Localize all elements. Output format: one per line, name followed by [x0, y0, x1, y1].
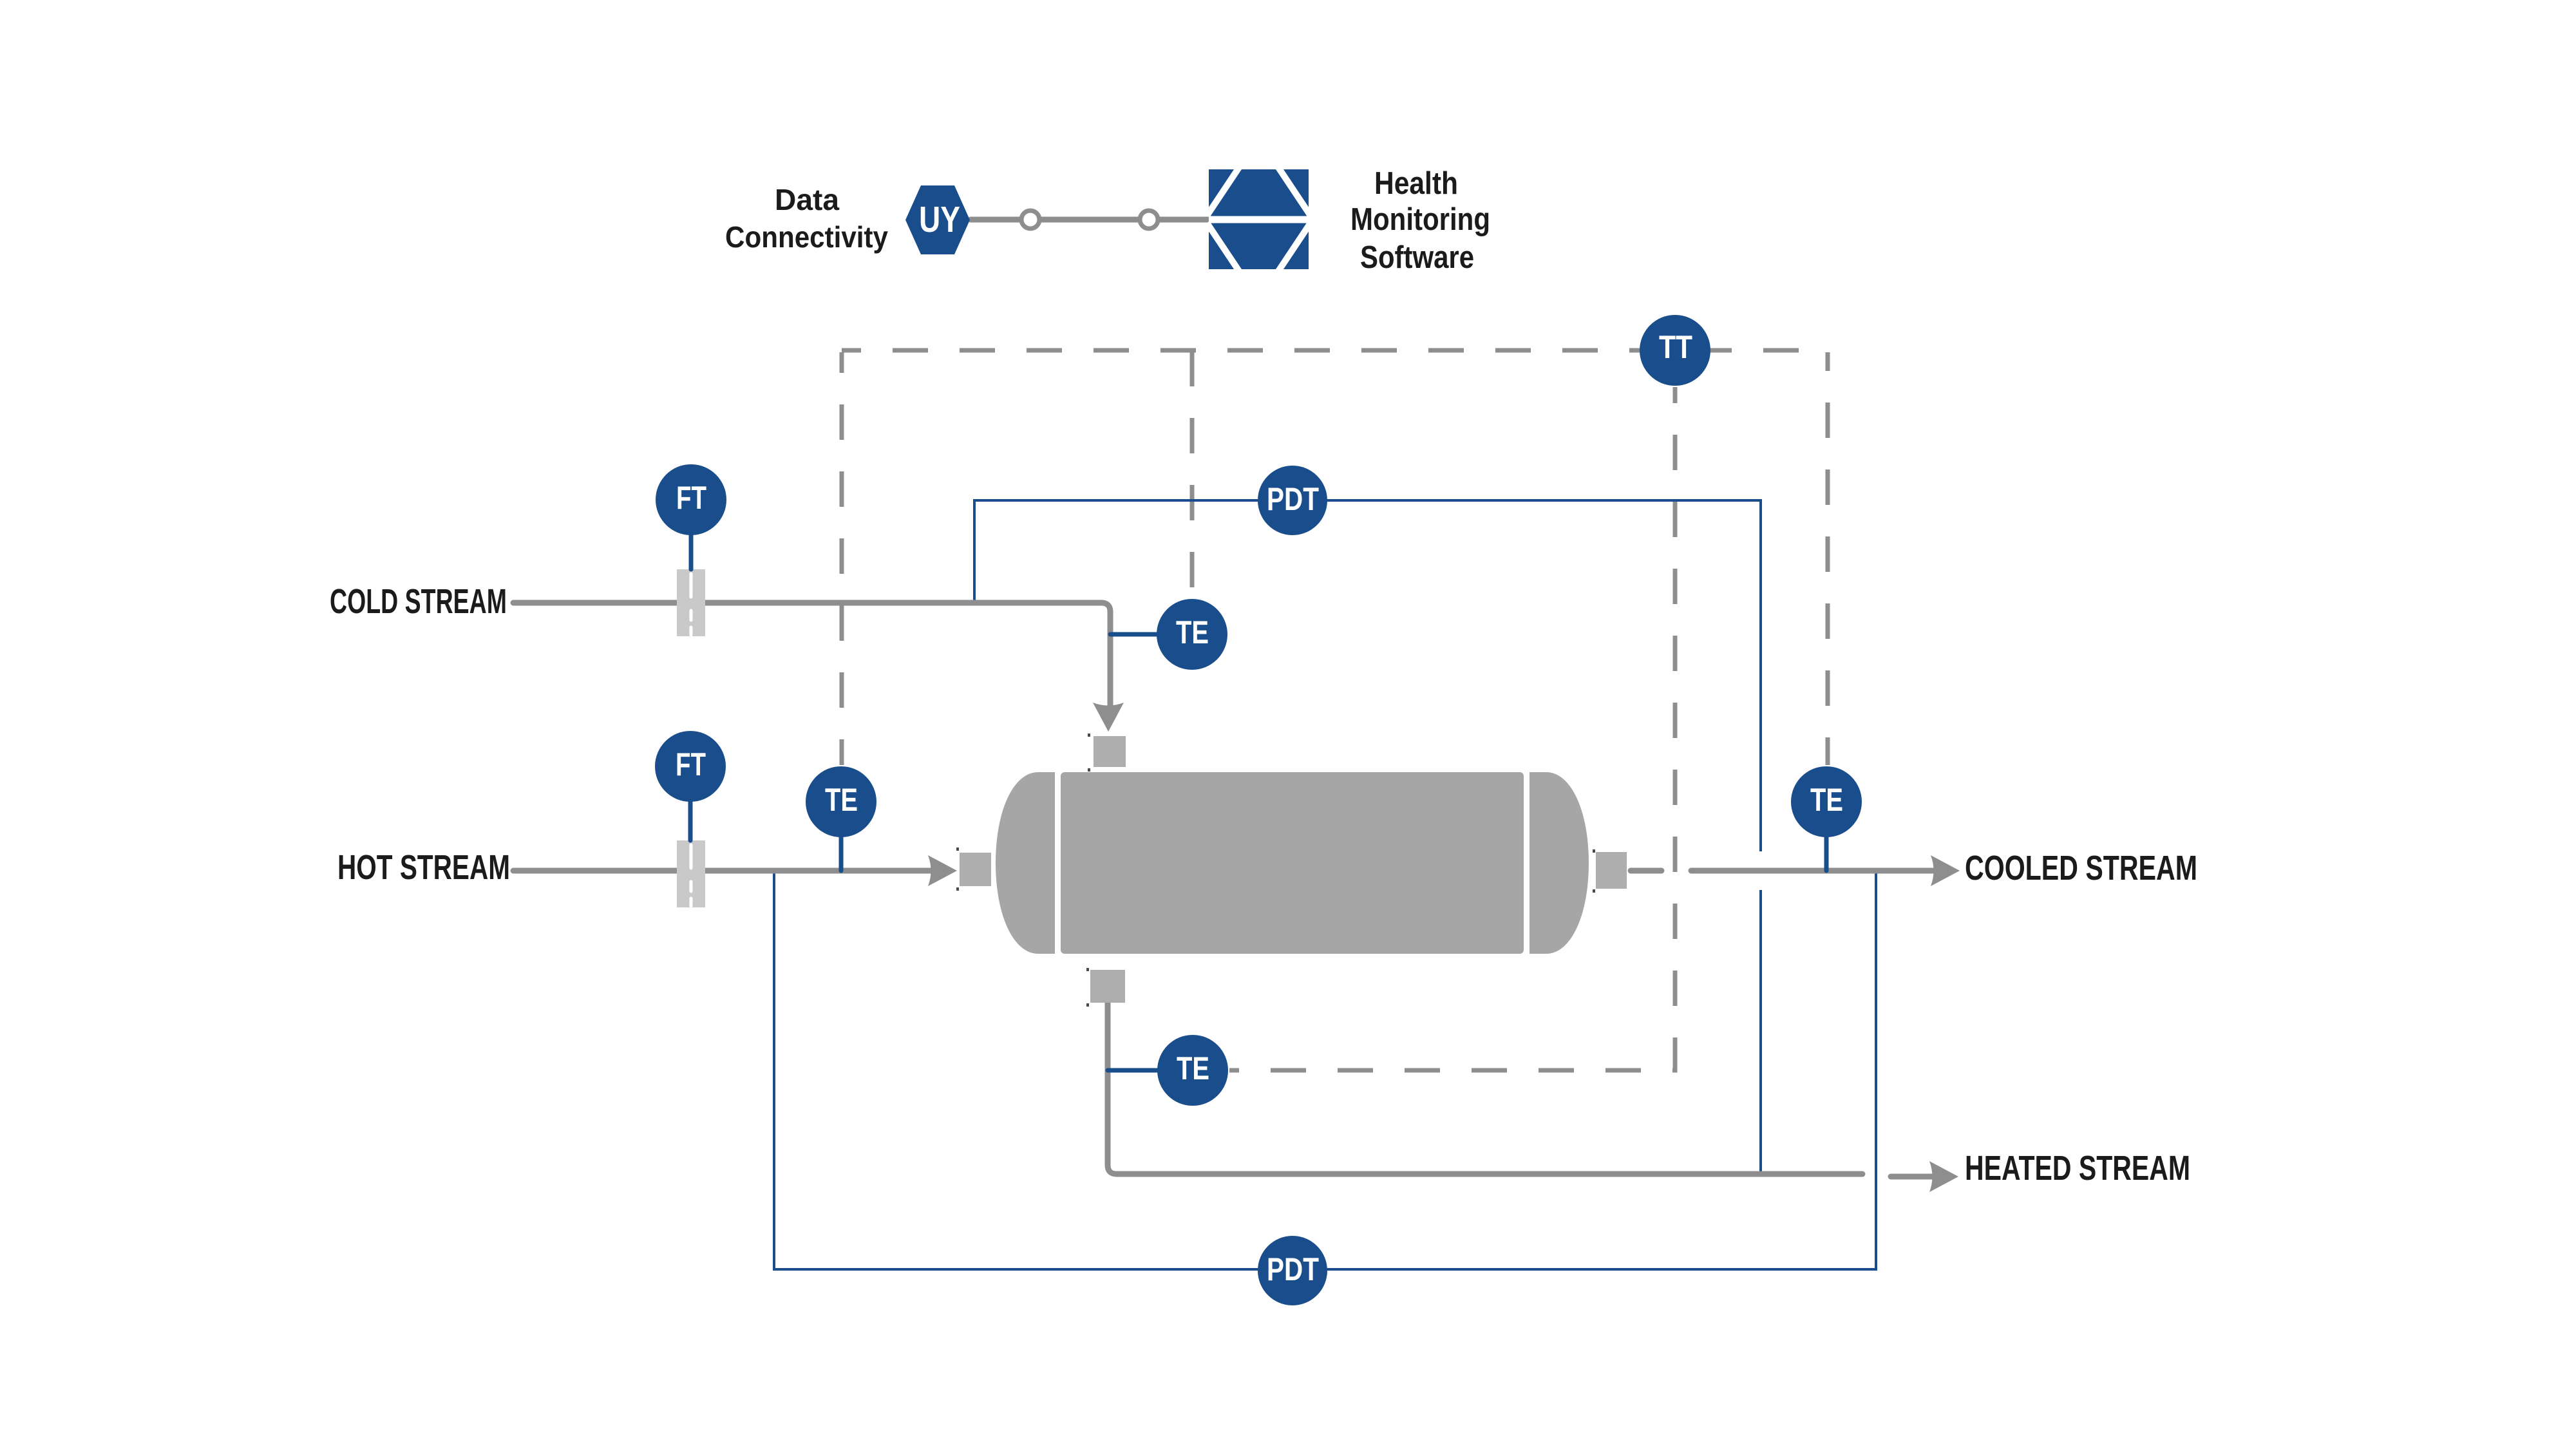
svg-text:Health: Health	[1374, 166, 1458, 201]
svg-text:Monitoring: Monitoring	[1350, 202, 1490, 237]
svg-text:HEATED STREAM: HEATED STREAM	[1965, 1149, 2190, 1188]
svg-text:HOT STREAM: HOT STREAM	[337, 848, 510, 887]
svg-text:PDT: PDT	[1267, 1251, 1319, 1287]
svg-text:TT: TT	[1659, 329, 1692, 365]
svg-text:TE: TE	[1176, 614, 1209, 650]
svg-text:FT: FT	[676, 480, 706, 516]
svg-text:TE: TE	[1177, 1050, 1209, 1086]
svg-text:UY: UY	[919, 199, 960, 240]
svg-text:COLD STREAM: COLD STREAM	[330, 582, 507, 621]
svg-text:TE: TE	[1810, 782, 1843, 818]
svg-text:TE: TE	[825, 782, 858, 818]
svg-text:COOLED STREAM: COOLED STREAM	[1965, 849, 2197, 887]
svg-text:Software: Software	[1360, 240, 1474, 275]
svg-text:Data: Data	[775, 183, 839, 216]
svg-text:FT: FT	[676, 746, 706, 782]
svg-text:PDT: PDT	[1267, 481, 1319, 517]
svg-text:Connectivity: Connectivity	[725, 220, 888, 254]
